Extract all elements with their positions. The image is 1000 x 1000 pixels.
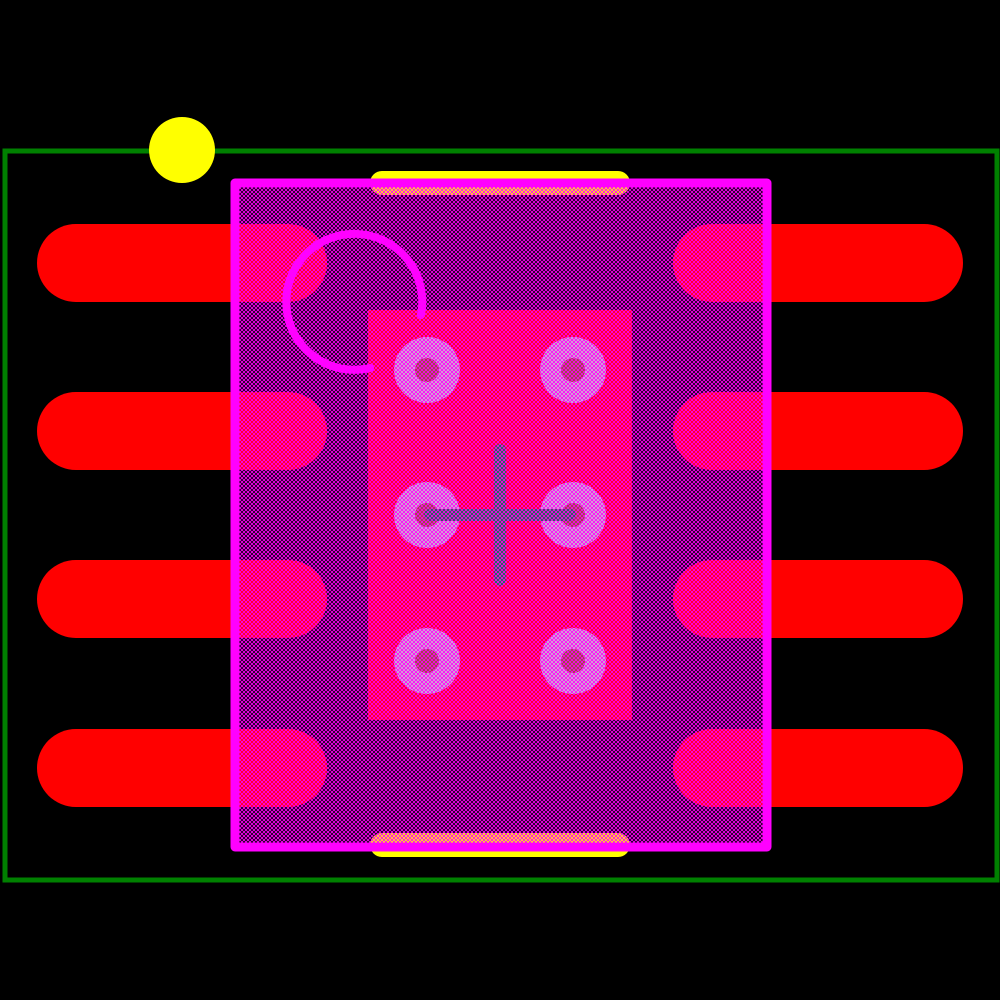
component-body-outline bbox=[230, 178, 772, 852]
pin1-marker-dot bbox=[149, 117, 215, 183]
component-body-hatch bbox=[237, 185, 765, 845]
courtyard-outline bbox=[2, 148, 1000, 883]
pin1-arc-marker bbox=[282, 229, 427, 374]
